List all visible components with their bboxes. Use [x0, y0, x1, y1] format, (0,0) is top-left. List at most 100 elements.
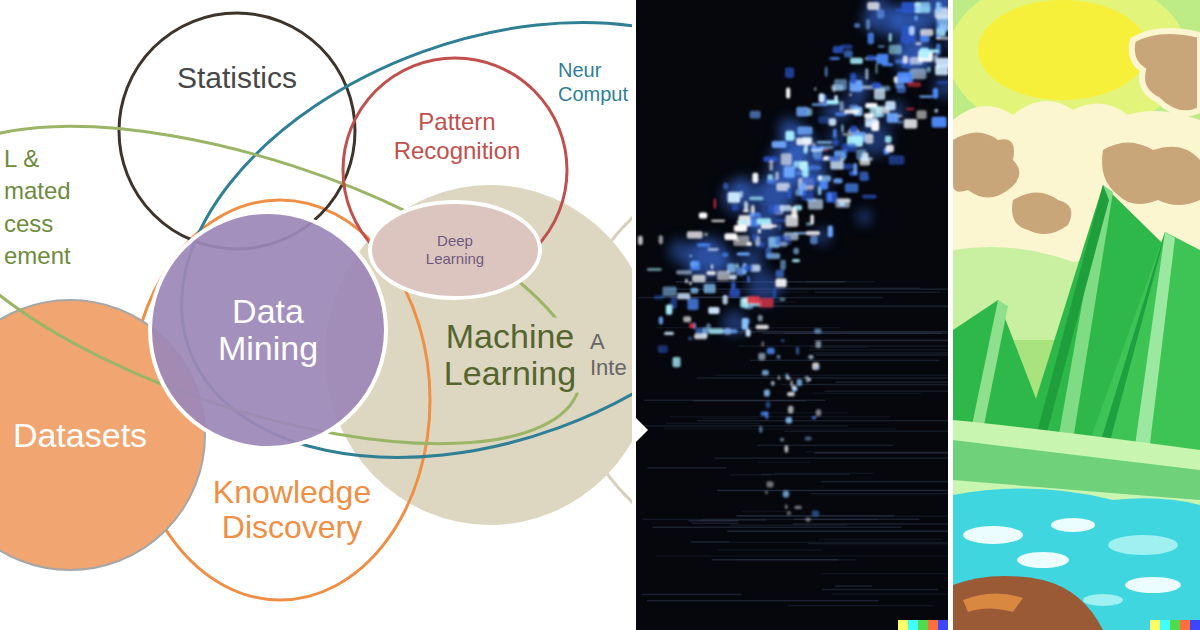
illustration-part [740, 191, 743, 198]
illustration-part [697, 377, 948, 379]
illustration-part [927, 67, 931, 73]
illustration-part [797, 126, 812, 134]
illustration-part [758, 353, 765, 361]
illustration-part [731, 282, 736, 290]
illustration-part [714, 457, 948, 459]
circle-label: Knowledge Discovery [197, 475, 387, 545]
illustration-part [863, 175, 870, 180]
illustration-part [732, 204, 738, 211]
illustration-part [642, 594, 741, 596]
illustration-part [716, 375, 948, 377]
illustration-part [856, 209, 871, 224]
illustration-part [652, 527, 901, 529]
illustration-part [866, 19, 870, 30]
illustration-part [1083, 232, 1200, 460]
illustration-part [935, 64, 948, 75]
illustration-part [829, 58, 841, 60]
illustration-part [805, 437, 812, 441]
illustration-part [901, 2, 915, 13]
illustration-part [811, 493, 948, 495]
illustration-part [702, 418, 758, 420]
illustration-part [915, 42, 921, 45]
circle-label: L & mated cess ement [4, 143, 84, 273]
illustration-part [787, 392, 795, 396]
watermark [1150, 620, 1200, 630]
illustration-part [809, 349, 948, 351]
illustration-part [784, 333, 948, 335]
illustration-part [690, 255, 692, 257]
illustration-part [672, 357, 680, 367]
illustration-part [780, 438, 784, 442]
illustration-part [747, 242, 753, 246]
illustration-part [833, 85, 835, 92]
illustration-part [689, 282, 692, 285]
illustration-part [805, 518, 810, 522]
illustration-part [815, 341, 821, 348]
illustration-part [786, 417, 792, 423]
illustration-part [676, 270, 692, 274]
illustration-part [953, 576, 1103, 630]
illustration-part [859, 157, 873, 161]
illustration-part [840, 101, 844, 112]
illustration-part [780, 260, 786, 270]
illustration-part [643, 519, 878, 521]
illustration-part [814, 87, 816, 91]
illustration-part [963, 593, 1023, 612]
illustration-part [1132, 31, 1200, 113]
illustration-part [808, 355, 813, 359]
illustration-part [757, 462, 810, 464]
illustration-part [814, 340, 948, 342]
illustration-part [833, 178, 842, 183]
illustration-part [752, 173, 758, 183]
illustration-part [663, 428, 895, 430]
illustration-part [704, 284, 716, 294]
illustration-part [1108, 535, 1178, 555]
ellipse-shape [130, 200, 430, 600]
illustration-part [666, 423, 760, 425]
illustration-part [842, 133, 854, 136]
illustration-part [788, 605, 933, 607]
illustration-part [862, 195, 876, 199]
illustration-part [723, 183, 728, 190]
circle-label: Pattern Recognition [377, 108, 537, 166]
illustration-part [908, 620, 918, 630]
illustration-part [813, 151, 822, 159]
illustration-part [729, 275, 736, 280]
illustration-part [953, 489, 1200, 630]
illustration-part [746, 329, 751, 337]
illustration-part [821, 481, 948, 483]
illustration-part [817, 141, 833, 144]
knowledge-discovery-ellipse: Knowledge Discovery [77, 197, 483, 603]
illustration-part [785, 430, 948, 432]
illustration-part [689, 323, 694, 328]
illustration-part [901, 25, 915, 35]
illustration-part [865, 68, 868, 80]
illustration-part [736, 267, 744, 275]
illustration-part [844, 110, 859, 114]
illustration-part [781, 153, 792, 165]
illustration-part [866, 55, 876, 61]
illustration-part [808, 165, 821, 170]
illustration-part [828, 156, 841, 162]
illustration-part [784, 166, 795, 177]
illustration-part [796, 138, 811, 146]
illustration-part [928, 620, 938, 630]
illustration-part [787, 511, 791, 515]
illustration-part [867, 2, 880, 10]
illustration-part [730, 525, 847, 527]
illustration-part [767, 348, 775, 354]
illustration-part [654, 295, 665, 299]
illustration-part [775, 288, 920, 290]
illustration-part [936, 81, 948, 83]
illustration-part [868, 32, 874, 44]
illustration-part [724, 233, 737, 240]
illustration-part [1083, 594, 1123, 606]
illustration-part [758, 315, 763, 322]
illustration-part [812, 416, 817, 419]
illustration-part [1160, 620, 1170, 630]
illustration-part [835, 381, 948, 383]
illustration-part [791, 207, 796, 218]
illustration-part [849, 105, 858, 110]
illustration-part [814, 340, 948, 342]
illustration-part [829, 118, 836, 125]
